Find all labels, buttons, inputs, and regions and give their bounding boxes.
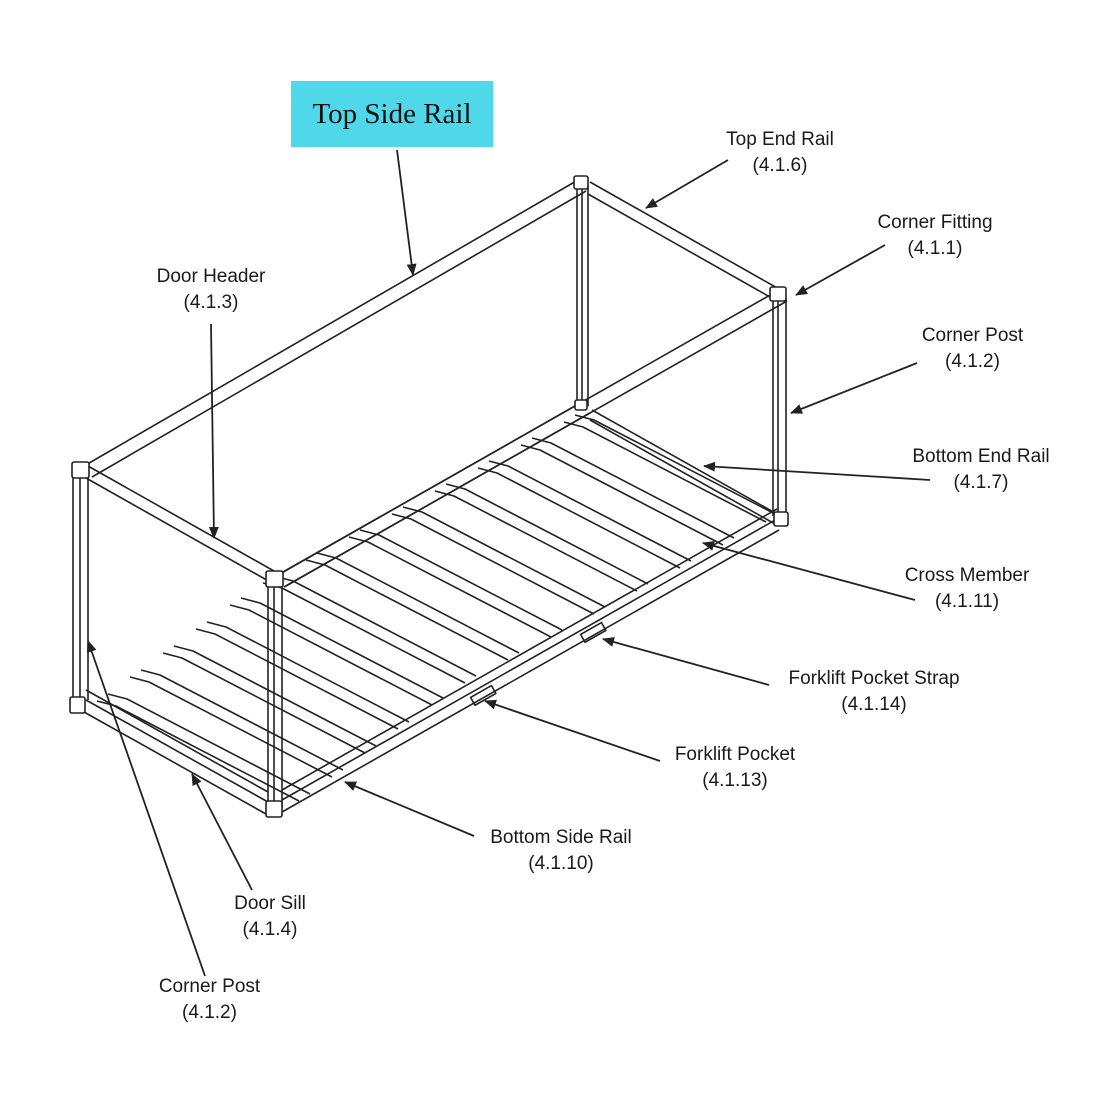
- corner-post-left-arrow: [86, 640, 206, 977]
- corner-fitting-arrow: [795, 244, 886, 296]
- corner-post-left-label: Corner Post (4.1.2): [158, 976, 261, 1023]
- bottom-end-rail-arrow: [703, 461, 931, 481]
- frame-structure: [69, 175, 789, 818]
- top-side-rail: [83, 179, 587, 478]
- bottom-side-rail: [281, 508, 780, 813]
- corner-post-right-arrow: [790, 362, 918, 414]
- forklift-pocket-strap-arrow: [602, 637, 770, 686]
- door-header-arrow: [208, 323, 219, 539]
- corner-post-right-label: Corner Post (4.1.2): [921, 325, 1024, 372]
- right-corner-post: [772, 298, 787, 518]
- forklift-pockets: [469, 621, 607, 707]
- leader-arrows: [86, 149, 931, 977]
- bottom-end-rail-label: Bottom End Rail (4.1.7): [912, 446, 1050, 493]
- top-end-rail-label: Top End Rail (4.1.6): [726, 129, 834, 176]
- top-end-rail: [587, 181, 780, 302]
- forklift-pocket-arrow: [484, 699, 661, 762]
- cross-member-arrow: [702, 541, 916, 601]
- cross-member-label: Cross Member (4.1.11): [904, 565, 1030, 612]
- rear-corner-post: [576, 186, 589, 406]
- door-sill: [83, 689, 269, 815]
- left-corner-post: [72, 473, 89, 700]
- bottom-side-rail-label: Bottom Side Rail (4.1.10): [490, 827, 632, 874]
- front-top-side-rail: [275, 289, 788, 588]
- forklift-pocket-label: Forklift Pocket (4.1.13): [674, 744, 796, 791]
- top-side-rail-arrow: [396, 149, 417, 276]
- bottom-side-rail-arrow: [344, 781, 475, 837]
- door-sill-arrow: [191, 773, 253, 891]
- door-sill-label: Door Sill (4.1.4): [234, 893, 306, 940]
- bottom-end-rail: [589, 409, 778, 525]
- forklift-pocket-strap-label: Forklift Pocket Strap (4.1.14): [788, 668, 960, 715]
- front-corner-post: [267, 584, 283, 808]
- corner-fitting-label: Corner Fitting (4.1.1): [877, 212, 993, 259]
- door-header-label: Door Header (4.1.3): [156, 266, 266, 313]
- top-side-rail-highlight-label: Top Side Rail: [291, 81, 493, 147]
- rear-bottom-side-rail: [277, 401, 591, 587]
- top-end-rail-arrow: [645, 159, 729, 209]
- corner-fittings: [69, 175, 789, 818]
- door-header: [85, 465, 275, 584]
- top-side-rail-label: Top Side Rail: [312, 97, 472, 130]
